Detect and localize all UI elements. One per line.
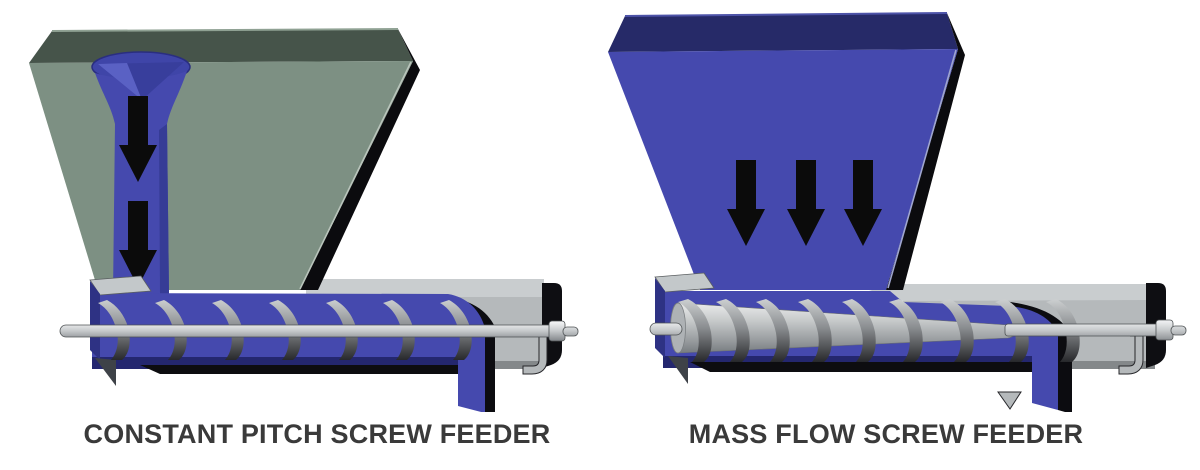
panel-mass-flow: MASS FLOW SCREW FEEDER <box>600 0 1200 470</box>
hopper-top-face <box>29 29 413 63</box>
screw-shaft <box>59 320 579 342</box>
trough-end-foot <box>95 358 116 386</box>
flow-arrows <box>727 160 882 246</box>
end-bracket <box>1118 335 1144 375</box>
hopper <box>608 12 965 290</box>
constant-pitch-feeder-illustration <box>29 28 579 412</box>
screw-shaft <box>649 319 1187 341</box>
hopper-side-shadow <box>886 13 965 290</box>
hopper <box>29 28 420 294</box>
caption-mass-flow: MASS FLOW SCREW FEEDER <box>688 419 1084 449</box>
caption-constant-pitch: CONSTANT PITCH SCREW FEEDER <box>83 419 551 449</box>
trough-end-foot <box>668 356 688 384</box>
support-foot <box>997 391 1022 410</box>
mass-flow-feeder-illustration <box>608 12 1187 412</box>
funnel-flow-channel <box>91 51 191 294</box>
panel-constant-pitch: CONSTANT PITCH SCREW FEEDER <box>29 28 579 449</box>
hopper-top-face <box>608 13 958 52</box>
end-bracket <box>522 335 548 375</box>
